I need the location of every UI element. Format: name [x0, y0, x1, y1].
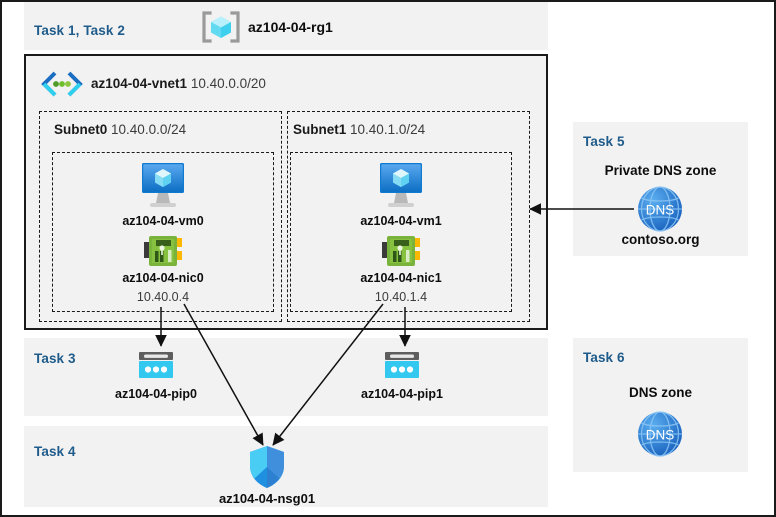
- dns-zone-icon: DNS: [636, 185, 684, 233]
- task-label-1-2: Task 1, Task 2: [34, 23, 125, 38]
- vm1-label: az104-04-vm1: [360, 214, 442, 228]
- subnet0-inner-box: [52, 152, 274, 312]
- resource-group-name: az104-04-rg1: [248, 19, 333, 35]
- nic0-label: az104-04-nic0: [122, 271, 204, 285]
- pip1-label: az104-04-pip1: [361, 387, 443, 401]
- vnet-cidr: 10.40.0.0/20: [190, 76, 266, 91]
- network-interface-icon: [380, 234, 422, 268]
- vnet-name: az104-04-vnet1: [91, 76, 188, 91]
- virtual-machine-icon: [136, 161, 190, 209]
- vnet-container: [24, 54, 548, 330]
- resource-group-panel: [24, 2, 548, 50]
- pip0-label: az104-04-pip0: [115, 387, 197, 401]
- vm0-label: az104-04-vm0: [122, 214, 204, 228]
- virtual-network-icon: [39, 69, 85, 99]
- subnet1-inner-box: [290, 152, 512, 312]
- public-ip-address-icon: [381, 350, 423, 382]
- dns-icon-text: DNS: [646, 203, 675, 218]
- subnet0-name: Subnet0: [54, 122, 108, 137]
- vnet-header: az104-04-vnet1 10.40.0.0/20: [91, 76, 266, 91]
- task-label-6: Task 6: [583, 350, 625, 365]
- resource-group-icon: [200, 10, 242, 44]
- task-label-3: Task 3: [34, 351, 76, 366]
- nic1-label: az104-04-nic1: [360, 271, 442, 285]
- private-dns-zone-title: Private DNS zone: [604, 163, 717, 178]
- subnet1-cidr: 10.40.1.0/24: [350, 122, 426, 137]
- task-label-5: Task 5: [583, 134, 625, 149]
- subnet0-cidr: 10.40.0.0/24: [111, 122, 187, 137]
- subnet1-header: Subnet1 10.40.1.0/24: [293, 122, 425, 137]
- nic0-ip: 10.40.0.4: [136, 290, 190, 304]
- virtual-machine-icon: [374, 161, 428, 209]
- subnet1-name: Subnet1: [293, 122, 347, 137]
- subnet0-header: Subnet0 10.40.0.0/24: [54, 122, 186, 137]
- task3-panel: [24, 338, 548, 416]
- nsg-label: az104-04-nsg01: [218, 491, 316, 506]
- network-interface-icon: [142, 234, 184, 268]
- public-ip-address-icon: [135, 350, 177, 382]
- dns-zone-title: DNS zone: [628, 385, 692, 400]
- dns-icon-text: DNS: [646, 428, 675, 443]
- private-dns-zone-name: contoso.org: [621, 232, 700, 247]
- network-security-group-icon: [248, 445, 286, 489]
- dns-zone-icon: DNS: [636, 410, 684, 458]
- nic1-ip: 10.40.1.4: [374, 290, 428, 304]
- task-label-4: Task 4: [34, 444, 76, 459]
- subnet1-box: [287, 111, 530, 322]
